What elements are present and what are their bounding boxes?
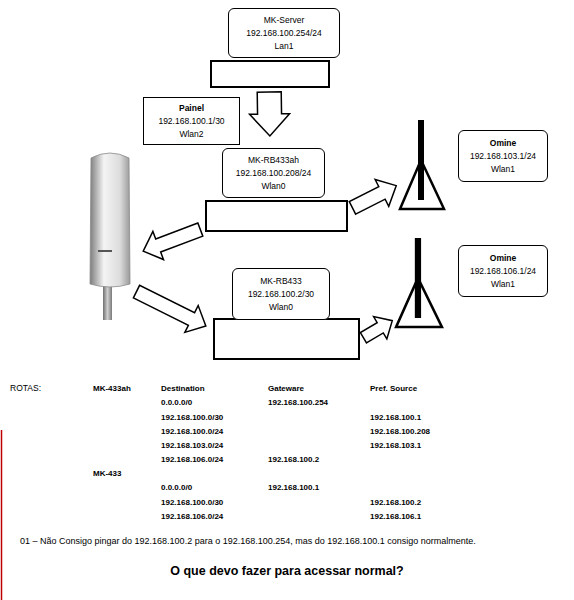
route-text: 192.168.106.1	[370, 512, 421, 521]
device-label: Omine192.168.106.1/24Wlan1	[458, 245, 548, 297]
interface-name: Wlan1	[491, 163, 515, 176]
tower-symbol	[398, 118, 446, 212]
route-text: Destination	[161, 384, 205, 393]
device-label: MK-Server192.168.100.254/24Lan1	[228, 8, 340, 58]
device-label: MK-RB433ah192.168.100.208/24Wlan0	[222, 148, 325, 198]
antenna-illustration	[88, 150, 132, 320]
interface-name: Lan1	[275, 40, 294, 53]
device-name: MK-RB433ah	[248, 154, 299, 167]
route-text: MK-433ah	[93, 384, 131, 393]
interface-name: Wlan0	[261, 180, 285, 193]
route-text: 0.0.0.0/0	[161, 483, 192, 492]
route-text: 192.168.100.2	[370, 498, 421, 507]
device-box	[205, 200, 348, 232]
device-box	[210, 60, 330, 88]
route-text: 192.168.103.0/24	[161, 441, 223, 450]
ip-address: 192.168.100.2/30	[248, 288, 314, 301]
antenna-body	[90, 153, 130, 287]
route-text: 192.168.100.208	[370, 427, 430, 436]
block-arrow	[349, 180, 396, 215]
brand-mark	[98, 250, 112, 252]
omni-antenna-node: Omine192.168.106.1/24Wlan1	[394, 236, 444, 330]
route-text: 192.168.100.1	[268, 483, 319, 492]
block-arrow	[143, 223, 203, 260]
device-label: MK-RB433192.168.100.2/30Wlan0	[232, 268, 330, 320]
device-name: Omine	[490, 137, 516, 150]
route-text: 192.168.100.2	[268, 455, 319, 464]
block-arrow	[360, 317, 392, 343]
route-text: 192.168.100.0/30	[161, 413, 223, 422]
ip-address: 192.168.106.1/24	[470, 265, 536, 278]
route-text: 01 – Não Consigo pingar do 192.168.100.2…	[20, 536, 476, 546]
ip-address: 192.168.100.208/24	[236, 167, 312, 180]
panel-antenna-node: Painel192.168.100.1/30Wlan2	[88, 150, 132, 320]
ip-address: 192.168.100.254/24	[246, 27, 322, 40]
route-text: 192.168.103.1	[370, 441, 421, 450]
device-name: MK-Server	[264, 14, 305, 27]
interface-name: Wlan2	[179, 128, 203, 141]
route-text: 0.0.0.0/0	[161, 398, 192, 407]
router-node: MK-RB433ah192.168.100.208/24Wlan0	[205, 148, 348, 232]
route-text: ROTAS:	[10, 384, 41, 394]
tower-symbol	[394, 236, 444, 330]
route-text: Pref. Source	[370, 384, 417, 393]
interface-name: Wlan0	[269, 301, 293, 314]
question-caption: O que devo fazer para acessar normal?	[0, 564, 574, 578]
route-text: 192.168.100.1	[370, 413, 421, 422]
route-text: MK-433	[93, 469, 121, 478]
route-text: Gateware	[268, 384, 304, 393]
tower-base	[400, 160, 444, 209]
margin-line	[1, 430, 3, 600]
block-arrow	[250, 92, 290, 136]
tower-base	[396, 278, 442, 327]
interface-name: Wlan1	[491, 278, 515, 291]
device-box	[213, 318, 360, 360]
device-label: Omine192.168.103.1/24Wlan1	[458, 130, 548, 182]
omni-antenna-node: Omine192.168.103.1/24Wlan1	[398, 118, 446, 212]
block-arrow	[133, 285, 205, 332]
device-name: MK-RB433	[260, 275, 302, 288]
ip-address: 192.168.103.1/24	[470, 150, 536, 163]
router-node: MK-Server192.168.100.254/24Lan1	[210, 8, 340, 88]
route-text: 192.168.106.0/24	[161, 512, 223, 521]
device-label: Painel192.168.100.1/30Wlan2	[143, 97, 240, 145]
router-node: MK-RB433192.168.100.2/30Wlan0	[213, 268, 360, 360]
device-name: Omine	[490, 252, 516, 265]
device-name: Painel	[179, 102, 204, 115]
route-text: 192.168.100.0/24	[161, 427, 223, 436]
route-text: 192.168.106.0/24	[161, 455, 223, 464]
route-text: 192.168.100.0/30	[161, 498, 223, 507]
route-text: 192.168.100.254	[268, 398, 328, 407]
ip-address: 192.168.100.1/30	[158, 115, 224, 128]
